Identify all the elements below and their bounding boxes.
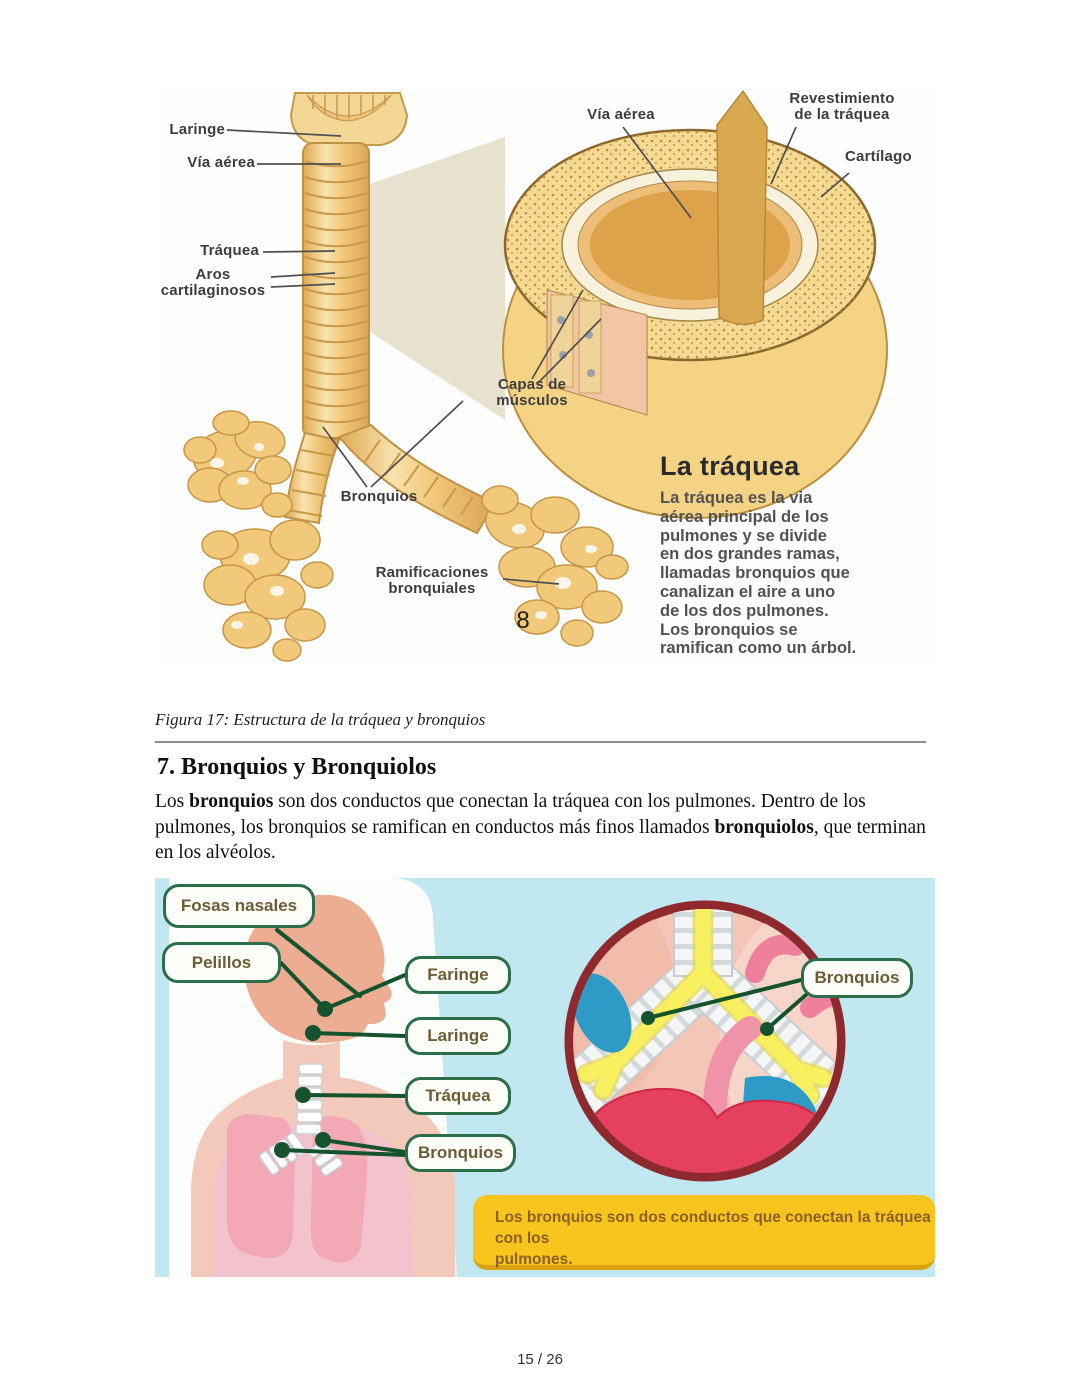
infobox-title: La tráquea	[660, 451, 800, 481]
label-bronquios: Bronquios	[340, 488, 418, 505]
figure-trachea-structure: Laringe Vía aérea Tráquea Aros cartilagi…	[155, 85, 935, 665]
label-faringe: Faringe	[405, 956, 511, 994]
figure-caption: Figura 17: Estructura de la tráquea y br…	[155, 710, 486, 729]
label-via-aerea-right: Vía aérea	[587, 106, 655, 123]
label-pelillos: Pelillos	[162, 942, 281, 983]
green-leader-lines	[275, 928, 809, 1157]
label-bronquios-circle: Bronquios	[801, 958, 913, 998]
cluster-holes	[210, 443, 597, 629]
trachea-infobox: La tráquea La tráquea es la via aérea pr…	[660, 451, 935, 658]
label-cartilago: Cartílago	[845, 148, 912, 165]
horizontal-rule	[155, 741, 926, 743]
bronquios-illustration	[169, 878, 846, 1277]
figure-number: 8	[516, 607, 530, 634]
label-ramificaciones: Ramificaciones bronquiales	[375, 564, 489, 597]
leader-lines	[226, 126, 850, 585]
label-via-aerea-left: Vía aérea	[187, 154, 255, 171]
bronquios-note: Los bronquios son dos conductos que cone…	[473, 1195, 935, 1270]
body-paragraph: Los bronquios son dos conductos que cone…	[155, 791, 926, 863]
label-laringe-2: Laringe	[405, 1017, 511, 1055]
page-number: 15 / 26	[517, 1351, 563, 1368]
label-aros-cartilaginosos: Aros cartilaginosos	[160, 266, 266, 299]
label-traquea-2: Tráquea	[405, 1077, 511, 1115]
label-traquea: Tráquea	[200, 242, 259, 259]
trachea-illustration	[183, 89, 888, 662]
bronchial-clusters	[183, 410, 629, 662]
label-bronquios-2: Bronquios	[405, 1134, 516, 1172]
figure-bronquios-diagram: Fosas nasales Pelillos Faringe Laringe T…	[155, 878, 935, 1277]
section-heading: 7. Bronquios y Bronquiolos	[157, 754, 437, 780]
anchor-dots	[274, 1001, 774, 1158]
label-fosas-nasales: Fosas nasales	[163, 884, 315, 928]
label-laringe: Laringe	[169, 121, 225, 138]
label-revestimiento: Revestimiento de la tráquea	[789, 90, 895, 123]
label-capas-musculos: Capas de músculos	[496, 376, 568, 409]
inset-anatomy	[573, 909, 837, 1173]
